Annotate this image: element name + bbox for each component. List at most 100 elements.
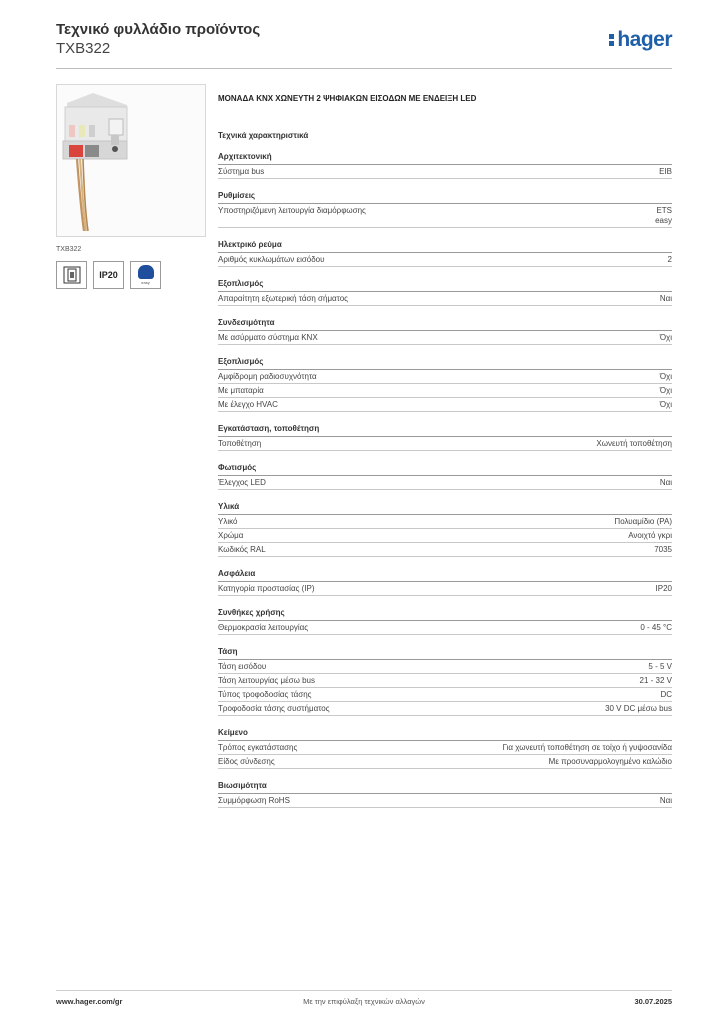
flush-mount-symbol xyxy=(63,266,80,284)
spec-value: IP20 xyxy=(655,584,672,593)
header-divider xyxy=(56,68,672,69)
spec-group-title: Εξοπλισμός xyxy=(218,357,672,370)
spec-value: 7035 xyxy=(654,545,672,554)
spec-row: Θερμοκρασία λειτουργίας 0 - 45 °C xyxy=(218,621,672,635)
spec-label: Αριθμός κυκλωμάτων εισόδου xyxy=(218,255,325,264)
spec-row: Υποστηριζόμενη λειτουργία διαμόρφωσης ETS… xyxy=(218,204,672,228)
footer-disclaimer: Με την επιφύλαξη τεχνικών αλλαγών xyxy=(303,997,425,1006)
spec-value: 5 - 5 V xyxy=(648,662,672,671)
knx-module-illustration xyxy=(57,85,205,236)
spec-row: Τάση λειτουργίας μέσω bus 21 - 32 V xyxy=(218,674,672,688)
spec-group-title: Ασφάλεια xyxy=(218,569,672,582)
spec-label: Τάση λειτουργίας μέσω bus xyxy=(218,676,315,685)
spec-label: Τάση εισόδου xyxy=(218,662,267,671)
spec-label: Υλικό xyxy=(218,517,238,526)
spec-group-title: Βιωσιμότητα xyxy=(218,781,672,794)
spec-row: Αριθμός κυκλωμάτων εισόδου 2 xyxy=(218,253,672,267)
spec-value: DC xyxy=(660,690,672,699)
logo-text: hager xyxy=(617,28,672,51)
easy-logo-icon: easy xyxy=(130,261,161,289)
spec-row: Κατηγορία προστασίας (IP) IP20 xyxy=(218,582,672,596)
product-image xyxy=(56,84,206,237)
spec-row: Τύπος τροφοδοσίας τάσης DC xyxy=(218,688,672,702)
spec-value: 21 - 32 V xyxy=(639,676,672,685)
spec-label: Απαραίτητη εξωτερική τάση σήματος xyxy=(218,294,349,303)
spec-label: Κατηγορία προστασίας (IP) xyxy=(218,584,315,593)
flush-mount-icon xyxy=(56,261,87,289)
spec-value: ETS easy xyxy=(655,206,672,225)
spec-label: Τοποθέτηση xyxy=(218,439,262,448)
spec-label: Συμμόρφωση RoHS xyxy=(218,796,290,805)
spec-group-title: Υλικά xyxy=(218,502,672,515)
easy-text: easy xyxy=(141,280,150,285)
footer-website-link[interactable]: www.hager.com/gr xyxy=(56,997,123,1006)
footer-date: 30.07.2025 xyxy=(634,997,672,1006)
product-code-label: TXB322 xyxy=(56,246,82,253)
spec-label: Σύστημα bus xyxy=(218,167,265,176)
spec-value: Ανοιχτό γκρι xyxy=(628,531,672,540)
logo-dots-icon xyxy=(609,33,615,47)
badge-row: IP20 easy xyxy=(56,261,206,289)
spec-row: Είδος σύνδεσης Με προσυναρμολογημένο καλώ… xyxy=(218,755,672,769)
product-details: ΜΟΝΑΔΑ KNX ΧΩΝΕΥΤΗ 2 ΨΗΦΙΑΚΩΝ ΕΙΣΟΔΩΝ ΜΕ… xyxy=(218,94,672,808)
spec-label: Τρόπος εγκατάστασης xyxy=(218,743,298,752)
spec-label: Με ασύρματο σύστημα KNX xyxy=(218,333,318,342)
spec-value: Με προσυναρμολογημένο καλώδιο xyxy=(548,757,672,766)
spec-label: Τροφοδοσία τάσης συστήματος xyxy=(218,704,330,713)
spec-group-title: Τάση xyxy=(218,647,672,660)
document-title: Τεχνικό φυλλάδιο προϊόντος xyxy=(56,21,261,38)
product-code: TXB322 xyxy=(56,40,111,57)
spec-row: Τάση εισόδου 5 - 5 V xyxy=(218,660,672,674)
spec-group-title: Κείμενο xyxy=(218,728,672,741)
spec-label: Τύπος τροφοδοσίας τάσης xyxy=(218,690,312,699)
spec-label: Χρώμα xyxy=(218,531,244,540)
easy-mark xyxy=(137,265,154,279)
page-header: Τεχνικό φυλλάδιο προϊόντος TXB322 hager xyxy=(56,20,672,70)
product-title: ΜΟΝΑΔΑ KNX ΧΩΝΕΥΤΗ 2 ΨΗΦΙΑΚΩΝ ΕΙΣΟΔΩΝ ΜΕ… xyxy=(218,94,477,103)
spec-value: 0 - 45 °C xyxy=(640,623,672,632)
spec-label: Υποστηριζόμενη λειτουργία διαμόρφωσης xyxy=(218,206,366,215)
spec-label: Έλεγχος LED xyxy=(218,478,266,487)
section-heading: Τεχνικά χαρακτηριστικά xyxy=(218,131,309,140)
spec-label: Θερμοκρασία λειτουργίας xyxy=(218,623,309,632)
spec-group-title: Φωτισμός xyxy=(218,463,672,476)
product-sidebar: TXB322 IP20 easy xyxy=(56,84,206,289)
spec-value: 2 xyxy=(667,255,672,264)
spec-value: Όχι xyxy=(659,333,672,342)
spec-row: Με ασύρματο σύστημα KNX Όχι xyxy=(218,331,672,345)
spec-value: Όχι xyxy=(659,386,672,395)
spec-group-title: Συνθήκες χρήσης xyxy=(218,608,672,621)
ip20-icon: IP20 xyxy=(93,261,124,289)
spec-group-title: Ρυθμίσεις xyxy=(218,191,672,204)
spec-group-title: Εγκατάσταση, τοποθέτηση xyxy=(218,424,672,437)
spec-label: Είδος σύνδεσης xyxy=(218,757,275,766)
spec-value: Όχι xyxy=(659,372,672,381)
spec-group-title: Εξοπλισμός xyxy=(218,279,672,292)
spec-group-title: Αρχιτεκτονική xyxy=(218,152,672,165)
